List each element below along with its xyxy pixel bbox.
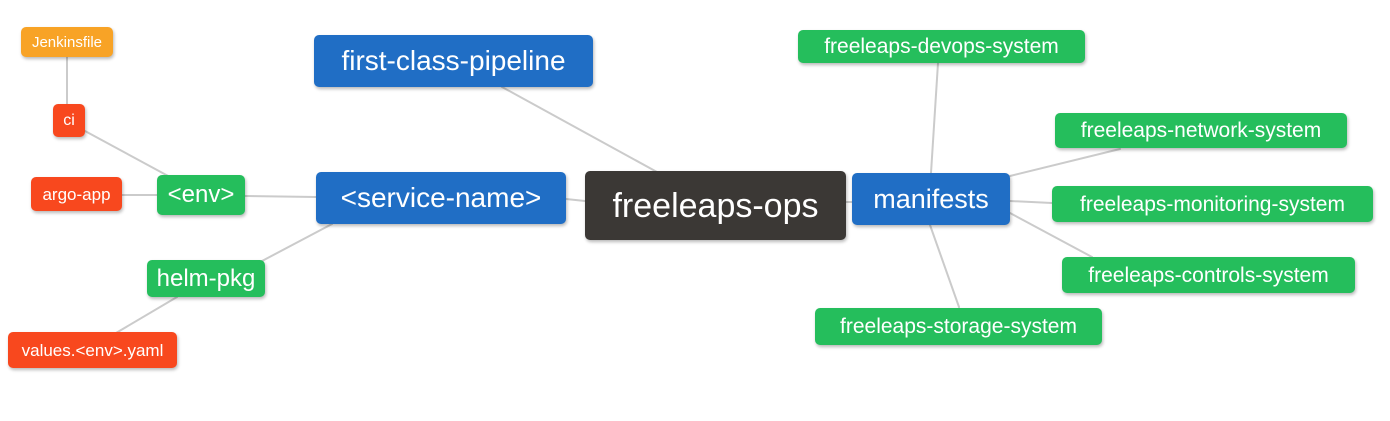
- node-manifests[interactable]: manifests: [852, 173, 1010, 225]
- edge-helm-pkg-to-service-name: [261, 223, 333, 262]
- node-jenkinsfile[interactable]: Jenkinsfile: [21, 27, 113, 57]
- edge-env-to-service-name: [244, 195, 317, 198]
- edge-manifests-to-freeleaps-storage-system: [929, 224, 960, 308]
- node-label: <env>: [167, 181, 235, 208]
- edge-service-name-to-freeleaps-ops: [565, 198, 586, 202]
- node-label: freeleaps-network-system: [1080, 119, 1322, 142]
- node-label: freeleaps-monitoring-system: [1080, 192, 1345, 216]
- node-label: first-class-pipeline: [341, 45, 566, 76]
- node-label: ci: [63, 111, 75, 129]
- node-freeleaps-controls-system[interactable]: freeleaps-controls-system: [1062, 257, 1355, 293]
- edge-manifests-to-freeleaps-monitoring-system: [1009, 200, 1053, 204]
- node-freeleaps-network-system[interactable]: freeleaps-network-system: [1055, 113, 1347, 148]
- node-label: helm-pkg: [156, 264, 256, 292]
- node-freeleaps-ops[interactable]: freeleaps-ops: [585, 171, 846, 240]
- edge-values-env-yaml-to-helm-pkg: [115, 296, 178, 334]
- node-freeleaps-monitoring-system[interactable]: freeleaps-monitoring-system: [1052, 186, 1373, 222]
- node-label: freeleaps-storage-system: [840, 315, 1077, 338]
- node-service-name[interactable]: <service-name>: [316, 172, 566, 224]
- node-first-class-pipeline[interactable]: first-class-pipeline: [314, 35, 593, 87]
- node-values-env-yaml[interactable]: values.<env>.yaml: [8, 332, 177, 368]
- node-freeleaps-devops-system[interactable]: freeleaps-devops-system: [798, 30, 1085, 63]
- edge-first-class-pipeline-to-freeleaps-ops: [501, 86, 658, 173]
- node-env[interactable]: <env>: [157, 175, 245, 215]
- edge-manifests-to-freeleaps-devops-system: [930, 62, 939, 174]
- node-label: freeleaps-ops: [612, 186, 819, 225]
- node-label: <service-name>: [340, 182, 542, 213]
- edge-ci-to-env: [84, 130, 171, 178]
- edge-manifests-to-freeleaps-network-system: [1009, 148, 1121, 177]
- node-label: manifests: [873, 183, 989, 214]
- node-freeleaps-storage-system[interactable]: freeleaps-storage-system: [815, 308, 1102, 345]
- node-ci[interactable]: ci: [53, 104, 85, 137]
- node-label: values.<env>.yaml: [21, 340, 164, 360]
- node-label: freeleaps-controls-system: [1088, 263, 1329, 287]
- node-label: freeleaps-devops-system: [824, 35, 1059, 58]
- node-helm-pkg[interactable]: helm-pkg: [147, 260, 265, 297]
- node-label: Jenkinsfile: [31, 33, 103, 51]
- node-argo-app[interactable]: argo-app: [31, 177, 122, 211]
- node-label: argo-app: [42, 184, 111, 204]
